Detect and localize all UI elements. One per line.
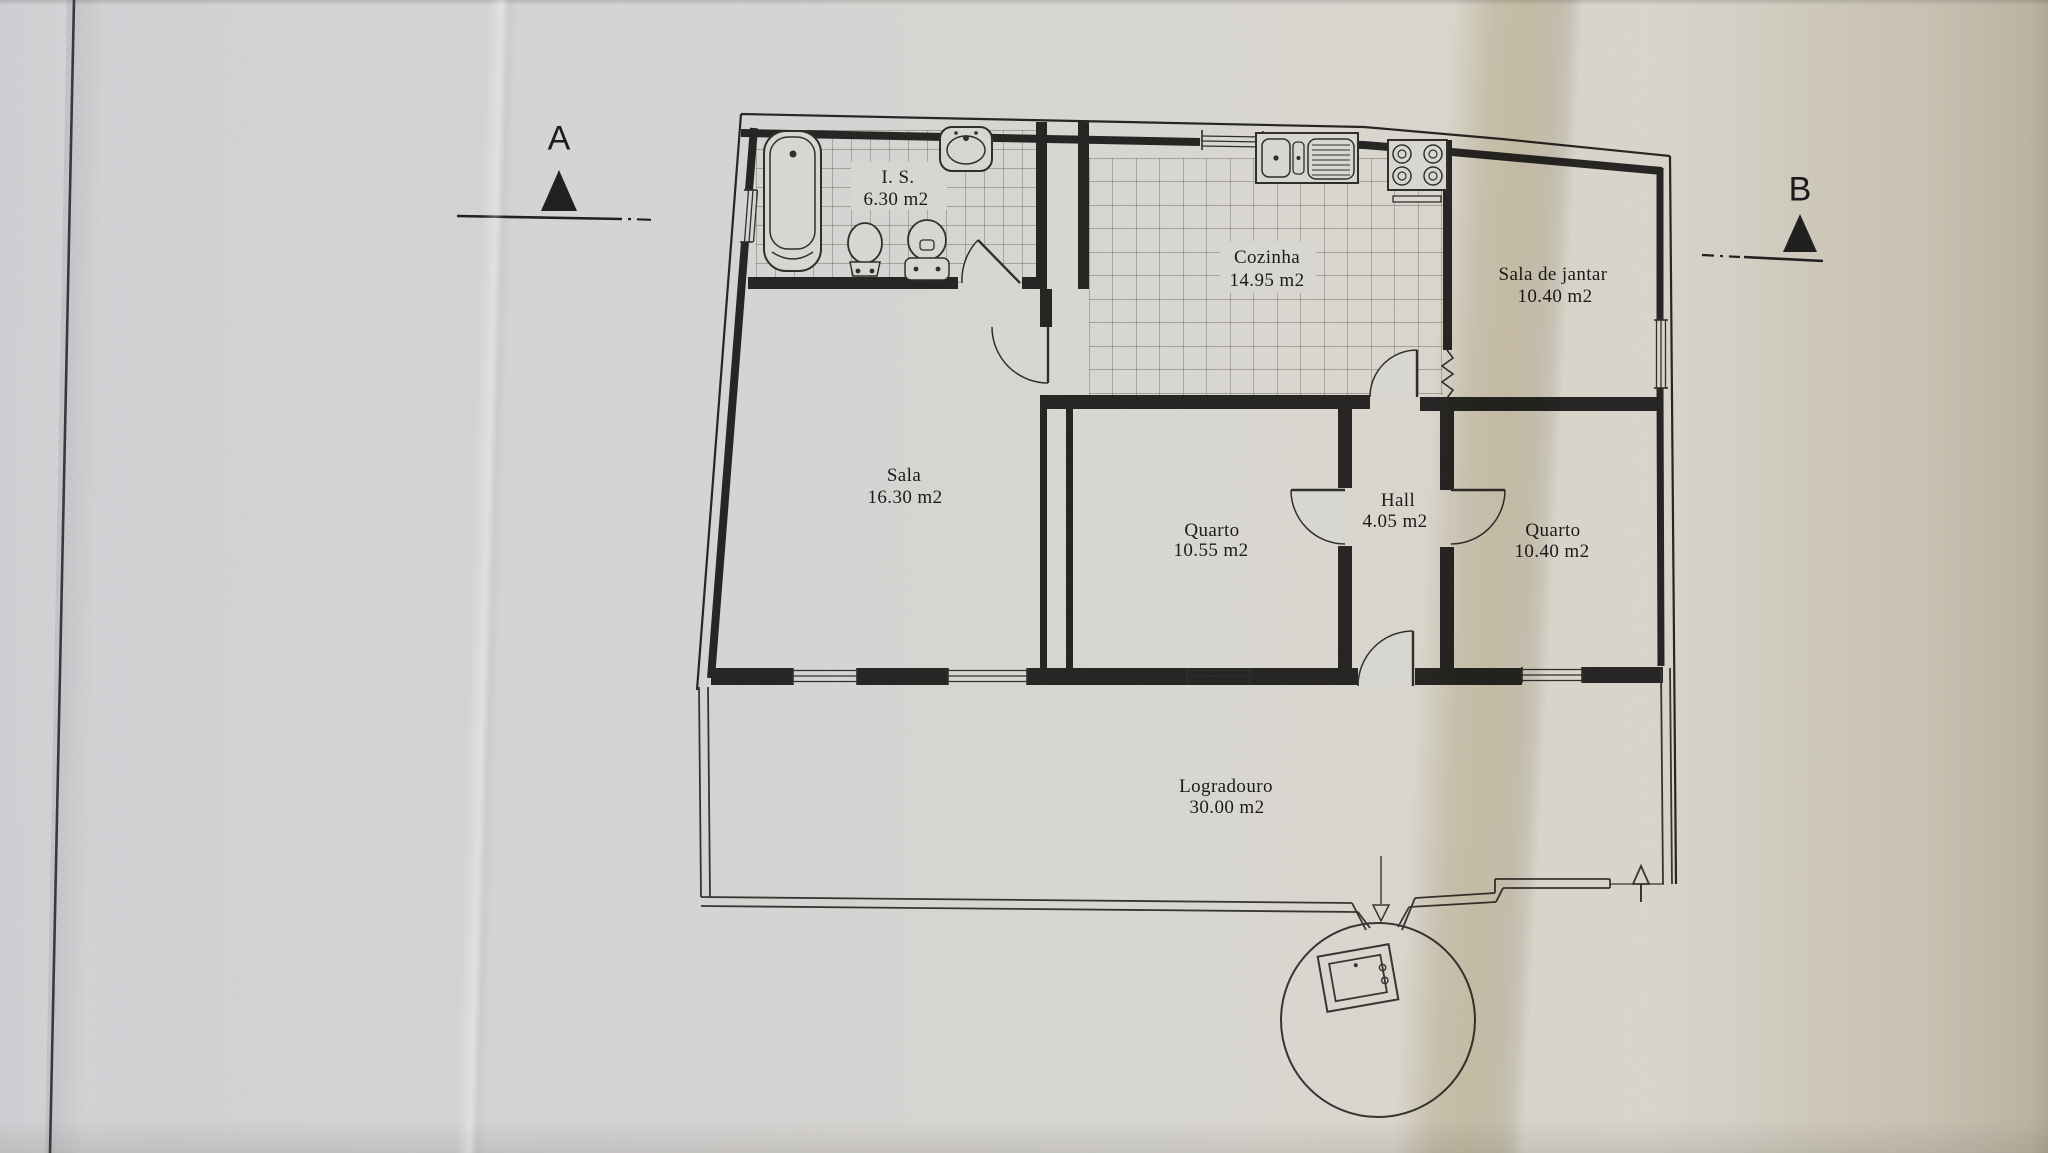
room-label-hall-name: Hall — [1380, 490, 1416, 511]
room-label-is-area: 6.30 m2 — [863, 189, 929, 210]
room-label-is-name: I. S. — [881, 167, 915, 188]
room-label-hall-area: 4.05 m2 — [1362, 511, 1428, 532]
room-label-cozinha-name: Cozinha — [1233, 247, 1301, 268]
room-label-quarto1-name: Quarto — [1184, 520, 1240, 541]
room-label-sala-name: Sala — [886, 465, 922, 486]
room-label-sala-area: 16.30 m2 — [867, 487, 943, 508]
room-label-logradouro-name: Logradouro — [1179, 776, 1273, 797]
paper-fold-right — [1650, 0, 2048, 1153]
room-label-logradouro-area: 30.00 m2 — [1189, 797, 1265, 818]
room-label-cozinha-area: 14.95 m2 — [1229, 270, 1305, 291]
section-letter-a: A — [547, 119, 571, 158]
section-letter-b: B — [1789, 171, 1812, 210]
room-label-quarto1-area: 10.55 m2 — [1173, 540, 1249, 561]
